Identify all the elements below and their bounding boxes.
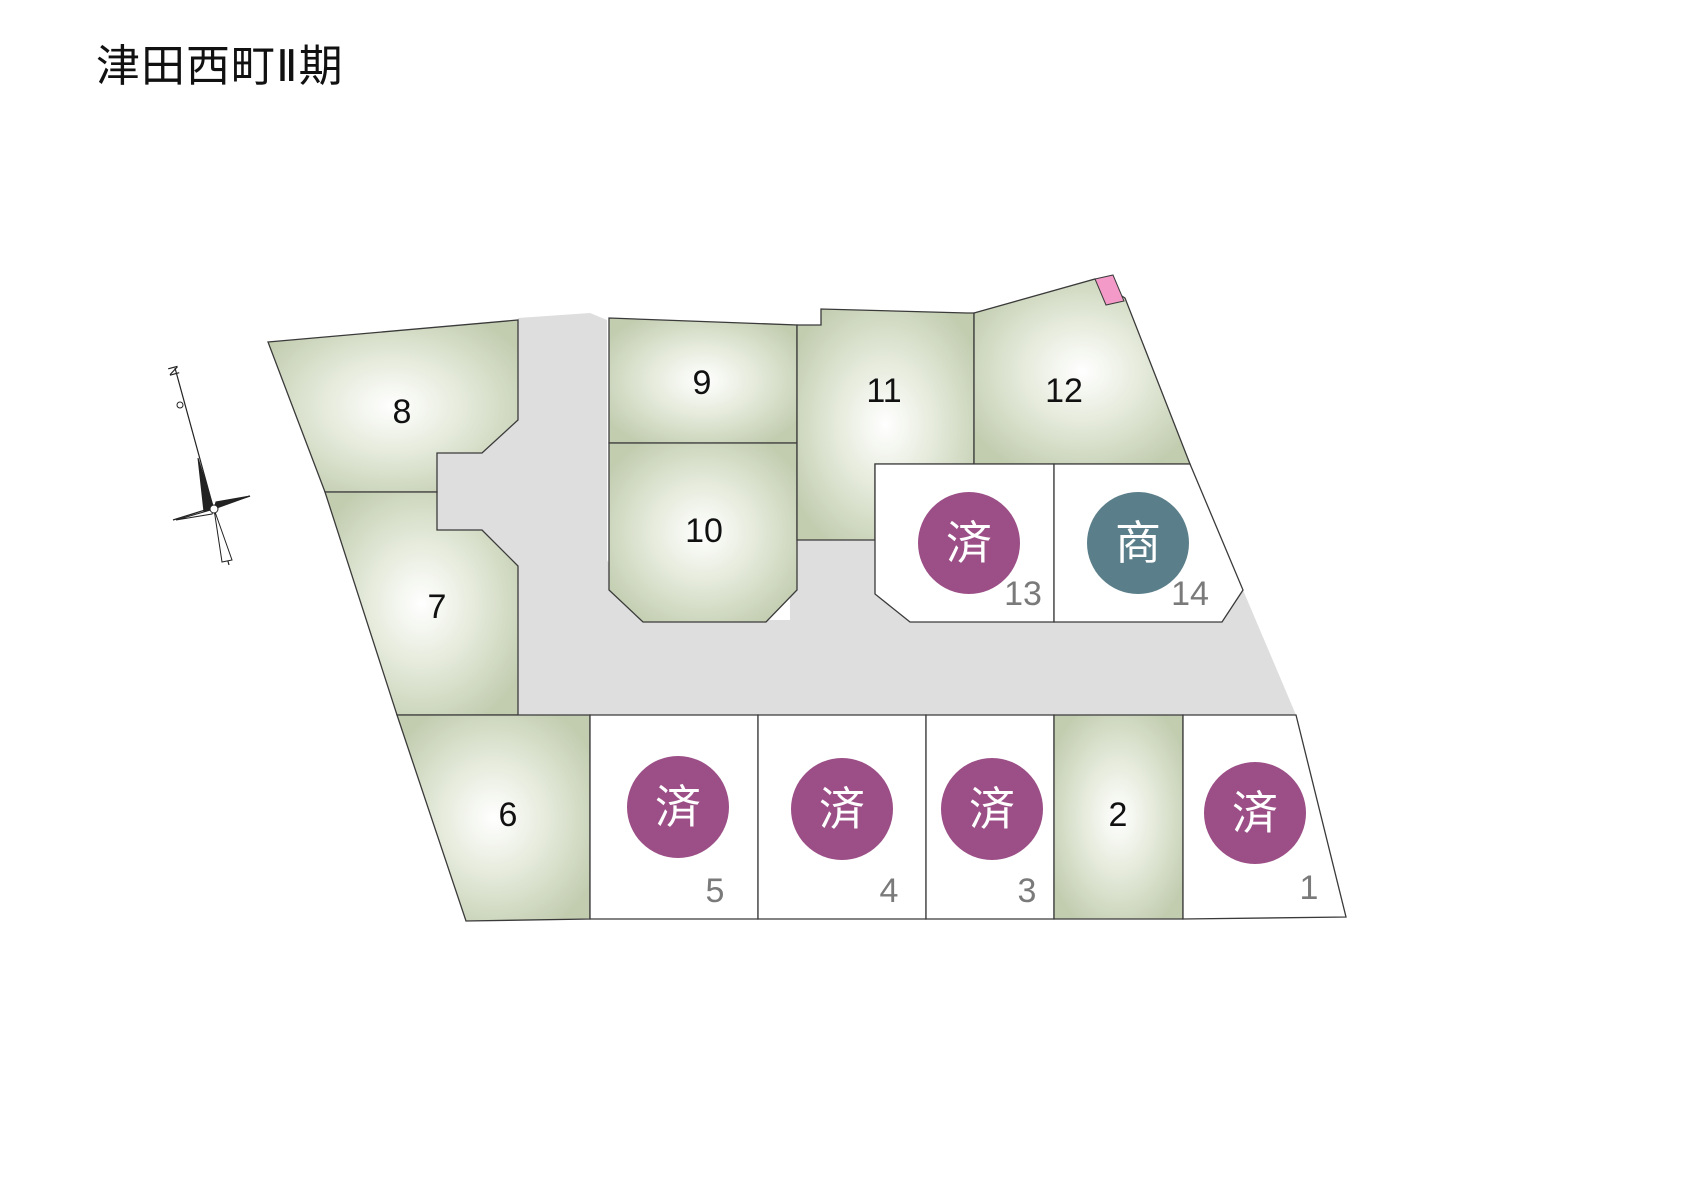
sold-badge-text: 済 bbox=[1232, 786, 1278, 840]
compass-icon bbox=[172, 367, 251, 566]
business-badge-text: 商 bbox=[1115, 516, 1161, 570]
lot-12-number: 12 bbox=[1045, 372, 1083, 410]
sold-badge bbox=[918, 492, 1020, 594]
lot-6-number: 6 bbox=[499, 796, 518, 834]
sold-badge bbox=[941, 758, 1043, 860]
sold-badge-text: 済 bbox=[946, 516, 992, 570]
lot-12[interactable] bbox=[973, 278, 1191, 465]
boundary-marker bbox=[1094, 274, 1125, 306]
sold-badge bbox=[1204, 762, 1306, 864]
lot-5-number: 5 bbox=[706, 872, 725, 910]
sold-badge bbox=[791, 758, 893, 860]
lot-4-number: 4 bbox=[880, 872, 899, 910]
sold-badge-text: 済 bbox=[819, 782, 865, 836]
sold-badge-text: 済 bbox=[655, 780, 701, 834]
compass-north-label: N bbox=[165, 364, 183, 378]
lot-9-number: 9 bbox=[693, 364, 712, 402]
page-title: 津田西町Ⅱ期 bbox=[96, 41, 344, 92]
lot-2-number: 2 bbox=[1109, 796, 1128, 834]
lot-1-number: 1 bbox=[1300, 869, 1319, 907]
lot-11-number: 11 bbox=[866, 372, 901, 410]
lot-10-number: 10 bbox=[685, 512, 723, 550]
lot-14-number: 14 bbox=[1171, 575, 1209, 613]
sold-badge-text: 済 bbox=[969, 782, 1015, 836]
sold-badge bbox=[627, 756, 729, 858]
lot-3-number: 3 bbox=[1018, 872, 1037, 910]
lot-13-number: 13 bbox=[1004, 575, 1042, 613]
lot-7-number: 7 bbox=[428, 588, 447, 626]
business-badge bbox=[1087, 492, 1189, 594]
lot-6[interactable] bbox=[396, 714, 591, 922]
lot-8-number: 8 bbox=[393, 393, 412, 431]
